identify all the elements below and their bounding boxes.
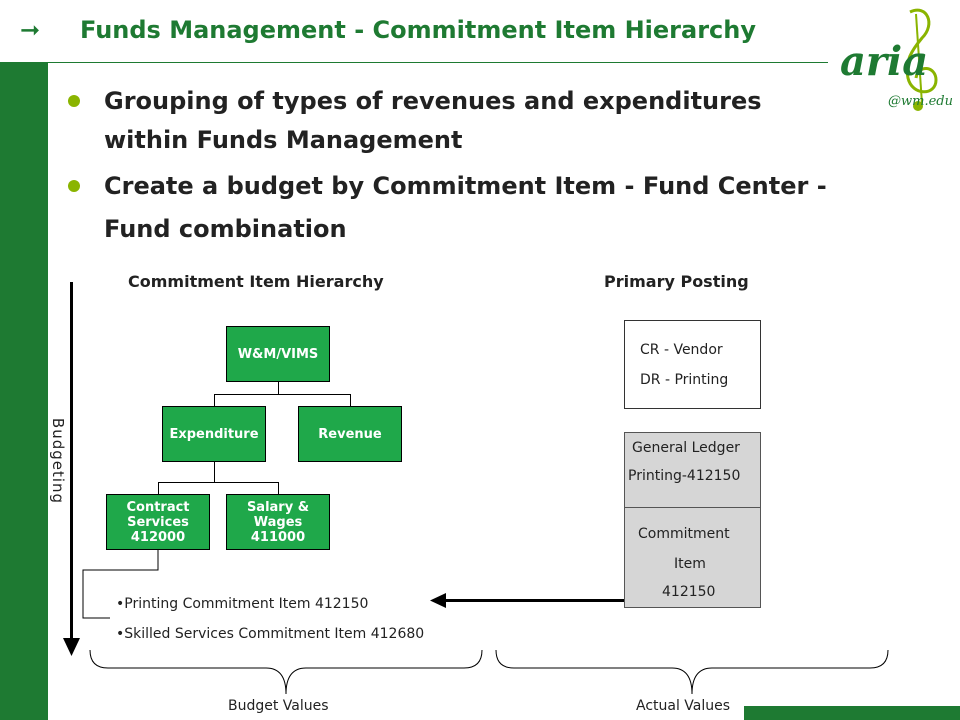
bullet-1-line-2: within Funds Management: [104, 126, 463, 154]
connector: [278, 482, 279, 494]
primary-posting-heading: Primary Posting: [604, 272, 749, 291]
posting-cr: CR - Vendor: [640, 342, 723, 358]
bullet-dot: [68, 95, 80, 107]
node-line: Salary &: [246, 499, 310, 515]
connector: [214, 394, 215, 406]
node-line: Wages: [253, 514, 303, 530]
node-salary-wages: Salary & Wages 411000: [226, 494, 330, 550]
ci-line-2: Item: [674, 556, 706, 572]
posting-box: [624, 320, 761, 409]
connector: [214, 462, 215, 482]
logo-subtext: @wm.edu: [888, 94, 953, 109]
arrow-icon: ➞: [20, 16, 41, 44]
connector: [214, 394, 350, 395]
node-line: 412000: [130, 529, 186, 545]
posting-dr: DR - Printing: [640, 372, 729, 388]
left-arrow-icon: [430, 593, 446, 608]
node-contract-services: Contract Services 412000: [106, 494, 210, 550]
list-item: •Printing Commitment Item 412150: [116, 596, 369, 612]
budget-values-label: Budget Values: [228, 698, 329, 714]
budgeting-arrow-shaft: [70, 282, 73, 642]
node-line: Contract: [126, 499, 190, 515]
general-ledger-box: [624, 432, 761, 508]
bullet-dot: [68, 180, 80, 192]
node-line: Services: [127, 514, 189, 530]
hierarchy-heading: Commitment Item Hierarchy: [128, 272, 384, 291]
budgeting-label: Budgeting: [49, 417, 67, 505]
actual-values-brace: [495, 649, 889, 695]
node-expenditure: Expenditure: [162, 406, 266, 462]
commitment-item-box: [624, 507, 761, 608]
page-title: Funds Management - Commitment Item Hiera…: [80, 16, 756, 44]
bullet-2-line-2: Fund combination: [104, 215, 347, 243]
list-item-text: Skilled Services Commitment Item 412680: [124, 626, 425, 642]
logo-text: aria: [840, 38, 929, 85]
list-item-text: Printing Commitment Item 412150: [124, 596, 369, 612]
posting-arrow-shaft: [444, 599, 624, 602]
gl-line-2: Printing-412150: [628, 468, 741, 484]
bottom-accent-bar: [744, 706, 960, 720]
ci-line-3: 412150: [662, 584, 716, 600]
connector: [158, 482, 278, 483]
budgeting-label-wrap: Budgeting: [46, 414, 70, 512]
node-revenue: Revenue: [298, 406, 402, 462]
down-arrow-icon: [63, 638, 80, 656]
aria-logo: [905, 8, 938, 111]
connector: [278, 382, 279, 394]
ci-line-1: Commitment: [638, 526, 730, 542]
connector: [158, 482, 159, 494]
node-line: 411000: [250, 529, 306, 545]
title-rule: [48, 62, 828, 63]
bullet-1-line-1: Grouping of types of revenues and expend…: [104, 87, 762, 115]
list-item: •Skilled Services Commitment Item 412680: [116, 626, 425, 642]
bullet-2-line-1: Create a budget by Commitment Item - Fun…: [104, 172, 827, 200]
budget-values-brace: [89, 649, 483, 695]
left-accent-bar: [0, 62, 48, 720]
connector: [350, 394, 351, 406]
gl-line-1: General Ledger: [632, 440, 740, 456]
actual-values-label: Actual Values: [636, 698, 731, 714]
elbow-connector: [82, 550, 159, 619]
node-wm-vims: W&M/VIMS: [226, 326, 330, 382]
